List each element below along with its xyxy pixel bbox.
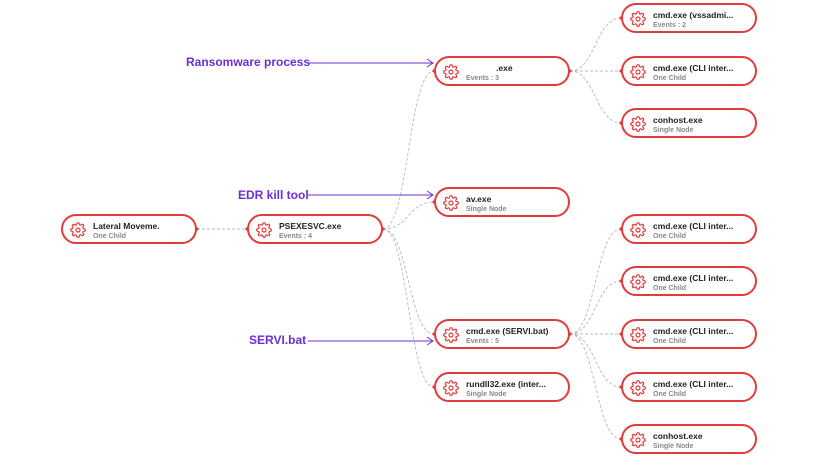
- node-title: .exe: [496, 63, 513, 73]
- node-title: cmd.exe (CLI inter...: [653, 273, 734, 283]
- node-title: cmd.exe (vssadmi...: [653, 10, 734, 20]
- node-subtitle: Single Node: [653, 127, 694, 134]
- gear-icon: [630, 11, 646, 27]
- gear-icon: [630, 274, 646, 290]
- node-ransomware-exe[interactable]: .exe Events : 3: [434, 56, 570, 86]
- gear-icon: [443, 195, 459, 211]
- node-title: cmd.exe (CLI inter...: [653, 221, 734, 231]
- node-subtitle: One Child: [653, 233, 687, 240]
- node-conhost-1[interactable]: conhost.exe Single Node: [621, 108, 757, 138]
- edge-psexesvc-rundll: [382, 228, 435, 388]
- node-title: Lateral Moveme.: [93, 221, 160, 231]
- node-subtitle: Single Node: [466, 206, 507, 213]
- node-cmd-cli-5[interactable]: cmd.exe (CLI inter... One Child: [621, 372, 757, 402]
- annotation-servi-bat: SERVI.bat: [249, 333, 307, 347]
- node-title: cmd.exe (SERVI.bat): [466, 326, 549, 336]
- gear-icon: [630, 116, 646, 132]
- node-av-exe[interactable]: av.exe Single Node: [434, 187, 570, 217]
- node-subtitle: Events : 2: [653, 22, 687, 29]
- gear-icon: [630, 432, 646, 448]
- edge-exe-conhost1: [569, 70, 622, 124]
- node-title: cmd.exe (CLI inter...: [653, 379, 734, 389]
- annotation-ransomware-process: Ransomware process: [186, 55, 311, 69]
- node-subtitle: Events : 3: [466, 75, 500, 82]
- node-title: cmd.exe (CLI inter...: [653, 63, 734, 73]
- node-subtitle: One Child: [653, 338, 687, 345]
- gear-icon: [443, 380, 459, 396]
- node-rundll32[interactable]: rundll32.exe (inter... Single Node: [434, 372, 570, 402]
- node-cmd-servi-bat[interactable]: cmd.exe (SERVI.bat) Events : 5: [434, 319, 570, 349]
- gear-icon: [70, 222, 86, 238]
- node-title: cmd.exe (CLI inter...: [653, 326, 734, 336]
- node-title: rundll32.exe (inter...: [466, 379, 546, 389]
- node-cmd-vssadmin[interactable]: cmd.exe (vssadmi... Events : 2: [621, 3, 757, 33]
- node-subtitle: One Child: [653, 391, 687, 398]
- edge-psexesvc-exe: [382, 70, 435, 230]
- node-title: av.exe: [466, 194, 492, 204]
- gear-icon: [443, 64, 459, 80]
- node-title: conhost.exe: [653, 115, 703, 125]
- gear-icon: [630, 64, 646, 80]
- node-subtitle: One Child: [653, 75, 687, 82]
- edge-cmd_servi-cmd_cli5: [569, 333, 622, 388]
- edge-cmd_servi-cmd_cli3: [569, 280, 622, 335]
- gear-icon: [256, 222, 272, 238]
- edge-psexesvc-cmd_servi: [382, 228, 435, 335]
- node-subtitle: Single Node: [466, 391, 507, 398]
- annotation-arrow-head: [426, 58, 434, 68]
- annotation-arrow-head: [426, 336, 434, 346]
- gear-icon: [630, 380, 646, 396]
- node-lateral-movement[interactable]: Lateral Moveme. One Child: [61, 214, 197, 244]
- gear-icon: [630, 222, 646, 238]
- node-subtitle: Single Node: [653, 443, 694, 450]
- node-cmd-cli-1[interactable]: cmd.exe (CLI inter... One Child: [621, 56, 757, 86]
- edge-cmd_servi-conhost2: [569, 333, 622, 440]
- node-cmd-cli-2[interactable]: cmd.exe (CLI inter... One Child: [621, 214, 757, 244]
- node-subtitle: One Child: [93, 233, 127, 240]
- node-subtitle: Events : 4: [279, 233, 313, 240]
- edge-psexesvc-av: [382, 201, 435, 230]
- annotation-edr-kill-tool: EDR kill tool: [238, 188, 309, 202]
- node-cmd-cli-3[interactable]: cmd.exe (CLI inter... One Child: [621, 266, 757, 296]
- node-psexesvc[interactable]: PSEXESVC.exe Events : 4: [247, 214, 383, 244]
- gear-icon: [443, 327, 459, 343]
- node-cmd-cli-4[interactable]: cmd.exe (CLI inter... One Child: [621, 319, 757, 349]
- edge-exe-cmd_vss: [569, 17, 622, 72]
- node-subtitle: One Child: [653, 285, 687, 292]
- node-conhost-2[interactable]: conhost.exe Single Node: [621, 424, 757, 454]
- node-subtitle: Events : 5: [466, 338, 500, 345]
- node-title: PSEXESVC.exe: [279, 221, 342, 231]
- edge-cmd_servi-cmd_cli2: [569, 228, 622, 335]
- gear-icon: [630, 327, 646, 343]
- node-title: conhost.exe: [653, 431, 703, 441]
- annotation-arrow-head: [426, 190, 434, 200]
